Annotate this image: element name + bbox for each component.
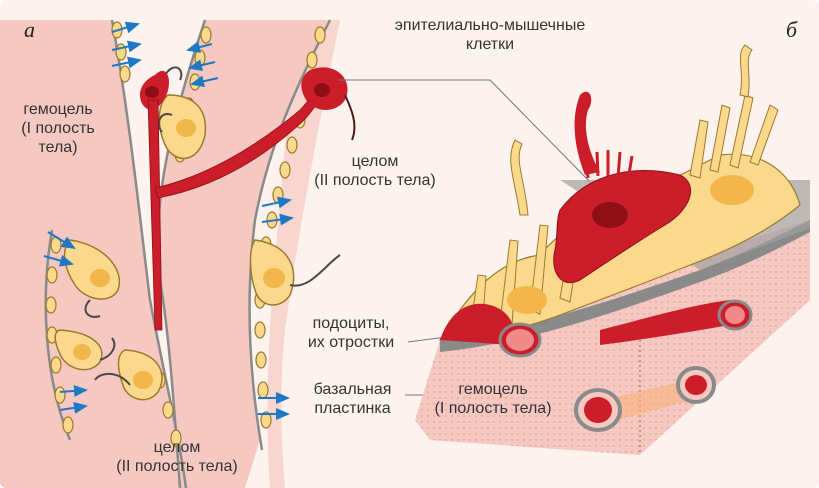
label-basal-lamina: базальная пластинка bbox=[300, 380, 405, 418]
label-coelom-bottom: целом (II полость тела) bbox=[92, 438, 262, 476]
panel-label-a: а bbox=[24, 20, 35, 39]
label-hemocoel-left: гемоцель (I полость тела) bbox=[8, 100, 108, 157]
label-podocytes: подоциты, их отростки bbox=[296, 314, 406, 352]
panel-label-b: б bbox=[786, 20, 797, 39]
label-epithelial-muscle-cells: эпителиально-мышечные клетки bbox=[360, 16, 620, 54]
label-hemocoel-right: гемоцель (I полость тела) bbox=[418, 380, 568, 418]
label-coelom-top: целом (II полость тела) bbox=[290, 152, 460, 190]
